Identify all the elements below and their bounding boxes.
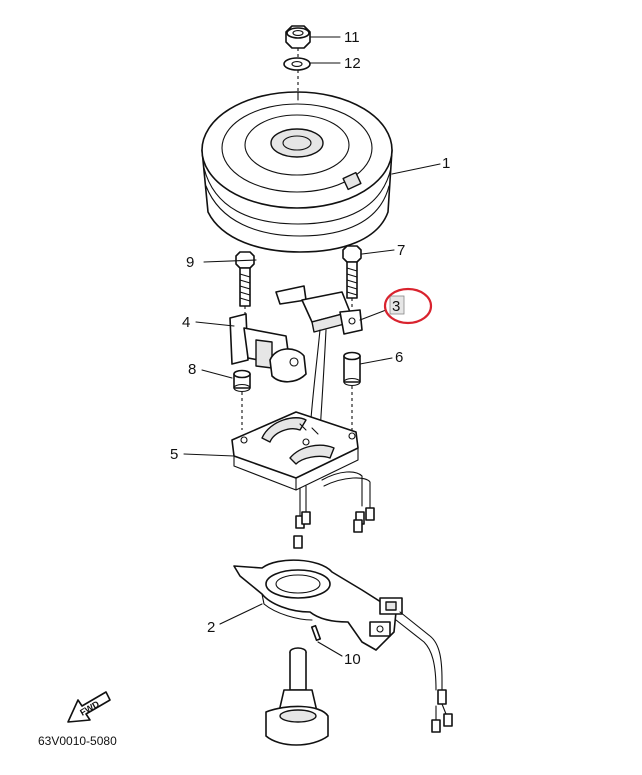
callout-8: 8 bbox=[188, 361, 196, 378]
part-11-nut bbox=[285, 25, 311, 49]
part-2-magneto-lever bbox=[233, 559, 403, 651]
fwd-arrow-icon: FWD bbox=[67, 691, 111, 723]
part-5-base-plate bbox=[231, 411, 359, 491]
callout-2: 2 bbox=[207, 619, 215, 636]
part-12-washer bbox=[283, 57, 311, 71]
callout-10: 10 bbox=[344, 651, 361, 668]
part-3-pulser-coil bbox=[275, 285, 363, 335]
callout-5: 5 bbox=[170, 446, 178, 463]
callout-7: 7 bbox=[397, 242, 405, 259]
part-1-flywheel bbox=[201, 91, 393, 253]
wire-terminals-lower bbox=[431, 689, 453, 733]
callout-3-highlight-ring bbox=[383, 287, 433, 325]
part-6-collar bbox=[343, 351, 361, 387]
callout-12: 12 bbox=[344, 55, 361, 72]
wire-terminals-upper bbox=[293, 507, 375, 549]
callout-3: 3 bbox=[392, 298, 400, 315]
part-8-collar bbox=[233, 369, 251, 393]
part-4-charge-coil bbox=[229, 313, 307, 383]
diagram-code: 63V0010-5080 bbox=[38, 734, 117, 748]
leader-lines bbox=[183, 36, 441, 657]
callout-11: 11 bbox=[344, 29, 360, 46]
callout-1: 1 bbox=[442, 155, 450, 172]
callout-4: 4 bbox=[182, 314, 190, 331]
control-shaft bbox=[265, 647, 329, 746]
part-10-pin bbox=[310, 624, 322, 642]
callout-9: 9 bbox=[186, 254, 194, 271]
callout-3-box bbox=[389, 295, 405, 315]
part-7-bolt bbox=[342, 245, 362, 299]
callout-6: 6 bbox=[395, 349, 403, 366]
